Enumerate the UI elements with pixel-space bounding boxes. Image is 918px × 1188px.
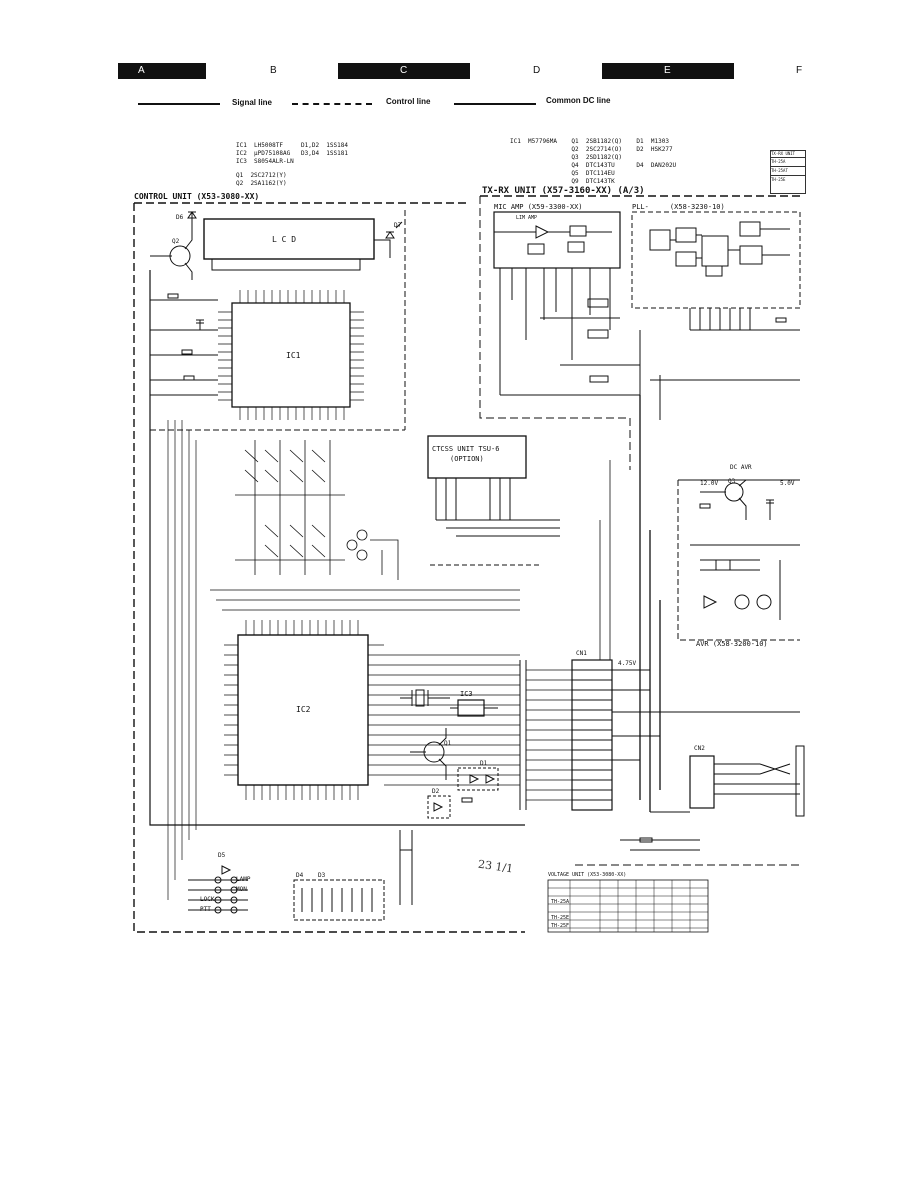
mini-table-title: TX-RX UNIT	[771, 151, 796, 156]
column-e: E	[602, 63, 734, 79]
parts-right-line: Q5 DTC114EU	[510, 170, 615, 177]
column-f-label: F	[796, 65, 803, 76]
cn2-label: CN2	[694, 745, 705, 752]
parts-right-line: Q4 DTC143TU D4 DAN202U	[510, 162, 677, 169]
column-d: D	[470, 63, 602, 79]
voltage-475v-label: 4.75V	[618, 660, 637, 667]
parts-list-left: IC1 LH5008TF D1,D2 1SS184 IC2 μPD75108AG…	[236, 142, 348, 188]
q3-label: Q3	[728, 478, 736, 485]
voltage-table-cell: TH-25F	[551, 923, 570, 929]
column-b: B	[206, 63, 338, 79]
voltage-12v-label: 12.0V	[700, 480, 719, 487]
voltage-table-cell: TH-25A	[551, 899, 570, 905]
voltage-table-cell: TH-25E	[551, 915, 570, 921]
txrx-unit-title: TX-RX UNIT (X57-3160-XX) (A/3)	[482, 186, 645, 196]
cn1-label: CN1	[576, 650, 587, 657]
mon-switch-label: MON	[236, 886, 247, 893]
control-line-sample	[292, 103, 372, 105]
mini-table-row: TH-25E	[771, 175, 805, 184]
lim-amp-label: LIM AMP	[516, 215, 538, 221]
d1-label: D1	[480, 760, 488, 767]
txrx-mini-table: TX-RX UNIT TH-25A TH-25AT TH-25E	[770, 150, 806, 194]
voltage-table-title: VOLTAGE UNIT (X53-3080-XX)	[548, 872, 627, 878]
ic3-label: IC3	[460, 690, 473, 698]
common-dc-line-sample	[454, 103, 536, 105]
signal-line-legend: Signal line	[232, 98, 273, 107]
common-dc-line-legend: Common DC line	[546, 96, 611, 105]
parts-left-line: IC2 μPD75108AG D3,D4 1SS181	[236, 150, 348, 157]
parts-right-line: IC1 M57796MA Q1 2SB1182(Q) D1 M1303	[510, 138, 669, 145]
mini-table-row: TH-25A	[771, 157, 805, 166]
column-b-label: B	[270, 65, 277, 76]
parts-left-line: Q2 2SA1162(Y)	[236, 180, 287, 187]
column-c: C	[338, 63, 470, 79]
mic-amp-label: MIC AMP (X59-3300-XX)	[494, 203, 583, 211]
avr-unit-label: AVR (X58-3200-10)	[696, 640, 768, 648]
ctcss-unit-label: CTCSS UNIT TSU-6	[432, 445, 500, 453]
lcd-label: L C D	[272, 235, 297, 244]
parts-left-line: IC1 LH5008TF D1,D2 1SS184	[236, 142, 348, 149]
parts-list-right: IC1 M57796MA Q1 2SB1182(Q) D1 M1303 Q2 2…	[510, 138, 676, 186]
column-d-label: D	[533, 65, 541, 76]
column-e-label: E	[664, 65, 671, 76]
lock-switch-label: LOCK	[200, 896, 215, 903]
ptt-switch-label: PTT	[200, 906, 211, 913]
signal-line-sample	[138, 103, 220, 105]
column-a: A	[118, 63, 206, 79]
mini-table-row: TH-25AT	[771, 166, 805, 175]
lamp-switch-label: LAMP	[236, 876, 251, 883]
column-c-label: C	[400, 65, 408, 76]
dc-avr-label: DC AVR	[730, 464, 752, 471]
control-line-legend: Control line	[386, 97, 431, 106]
ic1-label: IC1	[286, 351, 301, 360]
d4-label: D4	[296, 872, 304, 879]
ctcss-option-label: (OPTION)	[450, 455, 484, 463]
parts-left-line: Q1 2SC2712(Y)	[236, 172, 287, 179]
parts-right-line: Q3 2SD1182(Q)	[510, 154, 622, 161]
d5-label: D5	[218, 852, 226, 859]
parts-left-line: IC3 S8054ALR-LN	[236, 158, 294, 165]
q1-label: Q1	[444, 740, 452, 747]
q2-label: Q2	[172, 238, 180, 245]
parts-right-line: Q9 DTC143TK	[510, 178, 615, 185]
ic2-label: IC2	[296, 705, 311, 714]
control-unit-title: CONTROL UNIT (X53-3080-XX)	[134, 192, 260, 201]
pll-label: PLL- (X58-3230-10)	[632, 203, 725, 211]
column-a-label: A	[138, 65, 145, 76]
d7-label: D7	[394, 222, 402, 229]
column-f: F	[734, 63, 804, 79]
d2-label: D2	[432, 788, 440, 795]
voltage-5v-label: 5.0V	[780, 480, 795, 487]
parts-right-line: Q2 2SC2714(O) D2 HSK277	[510, 146, 673, 153]
d6-label: D6	[176, 214, 184, 221]
d3-label: D3	[318, 872, 326, 879]
